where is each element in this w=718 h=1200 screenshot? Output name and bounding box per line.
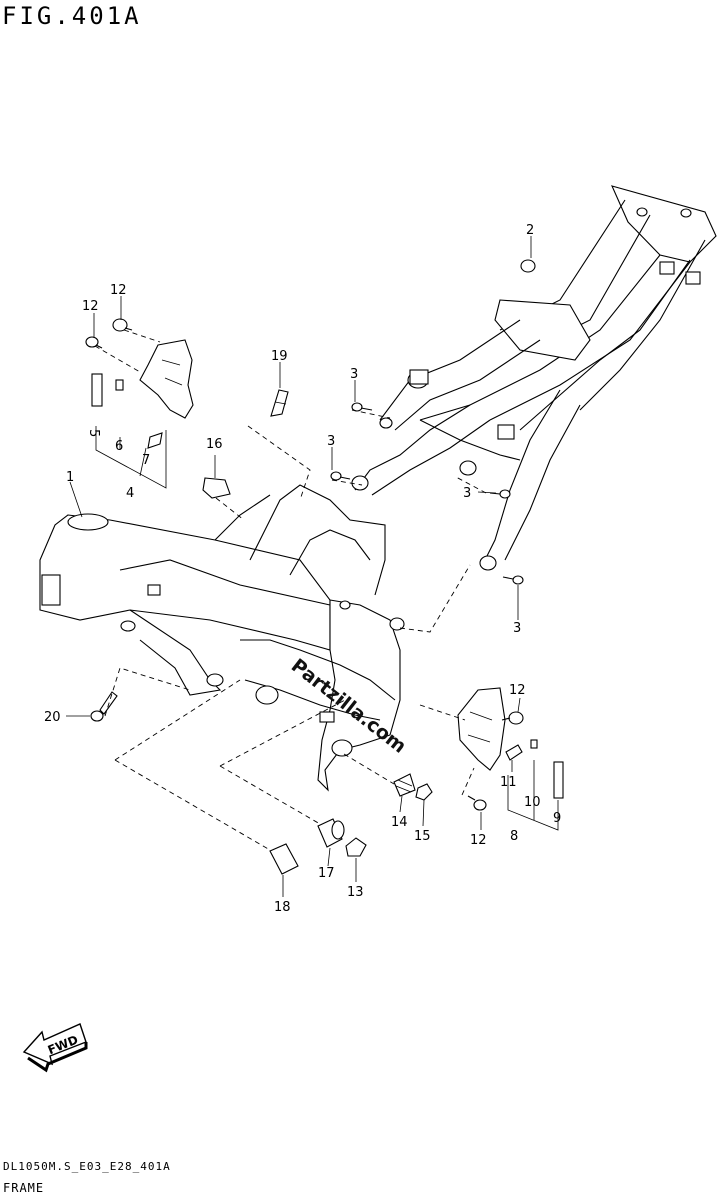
- assembly-lines: [94, 329, 487, 851]
- bolt-part12-a[interactable]: [85, 336, 103, 349]
- callout-14: 14: [391, 815, 408, 830]
- bracket-right-part8[interactable]: [457, 687, 506, 771]
- cushion-part7[interactable]: [147, 432, 163, 449]
- callout-6: 6: [115, 439, 123, 454]
- callout-11: 11: [500, 775, 517, 790]
- label-part9[interactable]: [553, 761, 564, 799]
- callout-1: 1: [66, 470, 74, 485]
- callout-12-d: 12: [470, 833, 487, 848]
- bolt-part19[interactable]: [270, 389, 289, 417]
- callout-20: 20: [44, 710, 61, 725]
- callout-7: 7: [142, 453, 150, 468]
- callout-12-b: 12: [110, 283, 127, 298]
- nut-part13[interactable]: [345, 837, 367, 857]
- bolt-part12-b[interactable]: [112, 318, 133, 332]
- callout-9: 9: [553, 811, 561, 826]
- bracket-left-part4[interactable]: [139, 339, 194, 419]
- nut-part16[interactable]: [202, 477, 231, 499]
- cushion-part11[interactable]: [505, 744, 523, 761]
- callout-12-c: 12: [509, 683, 526, 698]
- callout-3-b: 3: [327, 434, 335, 449]
- label-part5[interactable]: [91, 373, 103, 407]
- callout-17: 17: [318, 866, 335, 881]
- callout-15: 15: [414, 829, 431, 844]
- bolt-part3-d[interactable]: [502, 575, 524, 585]
- main-frame[interactable]: Partzilla.com: [39, 484, 410, 792]
- callout-2: 2: [526, 223, 534, 238]
- nut-part15[interactable]: [415, 783, 433, 801]
- diagram-name: FRAME: [3, 1181, 45, 1195]
- bolt-part20[interactable]: [90, 691, 118, 722]
- callout-13: 13: [347, 885, 364, 900]
- spring-part14[interactable]: [393, 773, 416, 797]
- callout-labels: 1 2 3 3 3 3 4 5 6 7 8 9 10 11 12 12 12 1…: [44, 223, 561, 915]
- rear-subframe[interactable]: [351, 185, 717, 571]
- cushion-part6[interactable]: [115, 379, 124, 391]
- cushion-part10[interactable]: [530, 739, 538, 749]
- leader-lines: [66, 236, 559, 897]
- diagram-code: DL1050M.S_E03_E28_401A: [3, 1160, 171, 1173]
- callout-8: 8: [510, 829, 518, 844]
- callout-18: 18: [274, 900, 291, 915]
- callout-19: 19: [271, 349, 288, 364]
- collar-part18[interactable]: [269, 843, 299, 875]
- bolt-part3-a[interactable]: [351, 402, 373, 412]
- callout-3-c: 3: [463, 486, 471, 501]
- callout-3-a: 3: [350, 367, 358, 382]
- fwd-arrow-icon: FWD: [22, 1023, 88, 1073]
- callout-16: 16: [206, 437, 223, 452]
- callout-12-a: 12: [82, 299, 99, 314]
- bolt-part3-b[interactable]: [330, 471, 351, 481]
- bolt-part3-c[interactable]: [489, 489, 511, 499]
- callout-3-d: 3: [513, 621, 521, 636]
- collar-part17[interactable]: [317, 818, 345, 848]
- bolt-part12-d[interactable]: [467, 795, 487, 811]
- callout-4: 4: [126, 486, 134, 501]
- bolt-part12-c[interactable]: [501, 711, 524, 725]
- figure-title: FIG.401A: [2, 2, 142, 30]
- callout-10: 10: [524, 795, 541, 810]
- callout-5: 5: [86, 429, 101, 437]
